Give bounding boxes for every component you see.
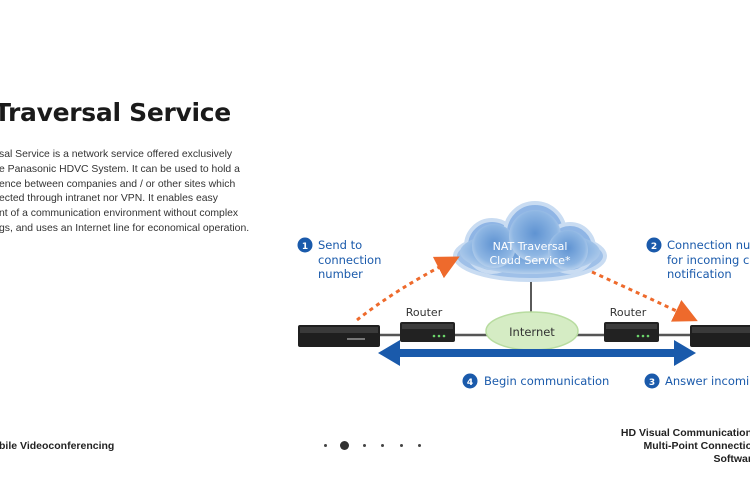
slide-dot[interactable] xyxy=(380,443,384,447)
step4-label: Begin communication xyxy=(484,374,609,388)
step3-number: 3 xyxy=(649,378,655,388)
slide-dot[interactable] xyxy=(399,443,403,447)
next-slide-label-line: Softwar xyxy=(713,453,750,465)
description-line: sal Service is a network service offered… xyxy=(0,149,233,160)
description-line: nt of a communication environment withou… xyxy=(0,208,239,220)
step3-badge xyxy=(644,373,660,389)
slide-dot[interactable] xyxy=(417,443,421,447)
right-terminal-device xyxy=(690,325,750,347)
left-terminal-device xyxy=(298,325,380,347)
prev-slide-link[interactable]: bile Videoconferencing xyxy=(0,440,115,452)
step2-label: Connection num xyxy=(667,238,750,252)
step1-badge xyxy=(297,237,313,253)
step3-label: Answer incomin xyxy=(665,374,750,388)
step4-badge xyxy=(462,373,478,389)
step4-number: 4 xyxy=(467,378,473,388)
description-line: ence between companies and / or other si… xyxy=(0,178,236,190)
step2-label: notification xyxy=(667,267,732,281)
cloud-shape xyxy=(453,201,607,282)
internet-label: Internet xyxy=(509,325,555,339)
slide-dot-active[interactable] xyxy=(339,440,349,450)
description: sal Service is a network service offered… xyxy=(0,148,261,237)
next-slide-label-line: HD Visual Communication xyxy=(620,427,750,439)
slide-dot[interactable] xyxy=(362,443,366,447)
begin-communication-arrow xyxy=(378,340,696,366)
next-slide-link[interactable]: HD Visual Communication Multi-Point Conn… xyxy=(621,427,750,466)
page-title: Traversal Service xyxy=(0,98,231,127)
cloud-label-1: NAT Traversal xyxy=(493,240,568,253)
step1-label: number xyxy=(318,267,363,281)
step1-label: connection xyxy=(318,253,381,267)
description-line: ected through intranet nor VPN. It enabl… xyxy=(0,193,218,205)
router-left-label: Router xyxy=(406,306,443,319)
step2-badge xyxy=(646,237,662,253)
step1-number: 1 xyxy=(302,242,308,252)
slide-dot[interactable] xyxy=(323,443,327,447)
router-right-label: Router xyxy=(610,306,647,319)
description-line: e Panasonic HDVC System. It can be used … xyxy=(0,163,240,175)
next-slide-label-line: Multi-Point Connectio xyxy=(643,440,750,452)
cloud-label-2: Cloud Service* xyxy=(489,254,571,267)
step2-number: 2 xyxy=(651,242,657,252)
left-router-device xyxy=(400,322,455,342)
send-arrow xyxy=(356,256,460,322)
right-router-device xyxy=(604,322,659,342)
description-line: gs, and uses an Internet line for econom… xyxy=(0,222,250,234)
step2-label: for incoming cal xyxy=(667,253,750,267)
step1-label: Send to xyxy=(318,238,362,252)
